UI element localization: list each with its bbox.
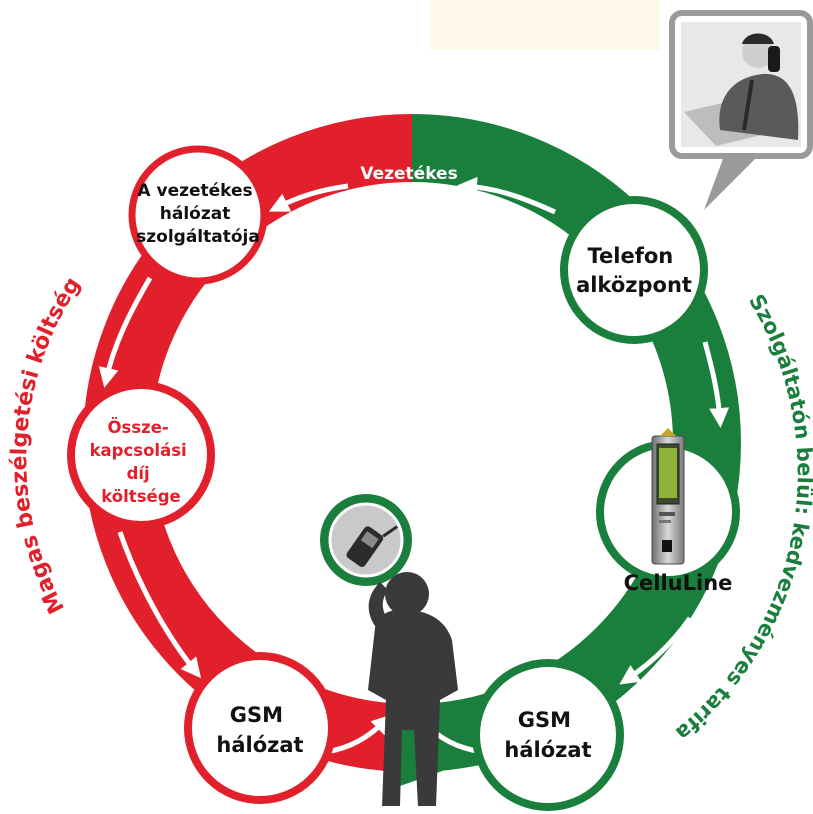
office-worker-photo bbox=[669, 10, 813, 210]
node-pbx: Telefon alközpont bbox=[560, 196, 708, 344]
gsm-right-label: GSM hálózat bbox=[504, 708, 591, 762]
person-on-phone-silhouette bbox=[368, 572, 458, 806]
gsm-left-label: GSM hálózat bbox=[216, 703, 303, 757]
node-celluline: CelluLine bbox=[596, 428, 740, 595]
flow-arrow-pbx-to-band bbox=[457, 176, 557, 215]
flow-arrow-band-to-provider bbox=[268, 183, 349, 212]
flow-arrow-celluline-to-gsm bbox=[619, 616, 693, 685]
node-wired-provider: A vezetékes hálózat szolgáltatója bbox=[128, 145, 268, 285]
interconnect-cost-label: Össze- kapcsolási díj költsége bbox=[90, 418, 193, 506]
node-gsm-left: GSM hálózat bbox=[184, 652, 336, 804]
wired-provider-label: A vezetékes hálózat szolgáltatója bbox=[136, 181, 260, 247]
pbx-label: Telefon alközpont bbox=[576, 244, 692, 297]
photo-callout-pointer bbox=[704, 156, 758, 210]
celluline-label: CelluLine bbox=[624, 571, 733, 595]
flow-arrow-provider-to-interconnect bbox=[98, 276, 153, 388]
wired-network-band-label: Vezetékes hálózat bbox=[360, 164, 463, 207]
mobile-phone-icon bbox=[320, 494, 412, 586]
flow-arrow-pbx-to-celluline bbox=[702, 341, 730, 428]
background-watermark bbox=[430, 0, 660, 50]
node-gsm-right: GSM hálózat bbox=[472, 659, 624, 811]
celluline-device-icon bbox=[651, 428, 685, 565]
flow-arrow-interconnect-to-gsm bbox=[117, 531, 202, 679]
node-interconnect-cost: Össze- kapcsolási díj költsége bbox=[67, 381, 215, 529]
flow-arrows bbox=[98, 176, 730, 755]
